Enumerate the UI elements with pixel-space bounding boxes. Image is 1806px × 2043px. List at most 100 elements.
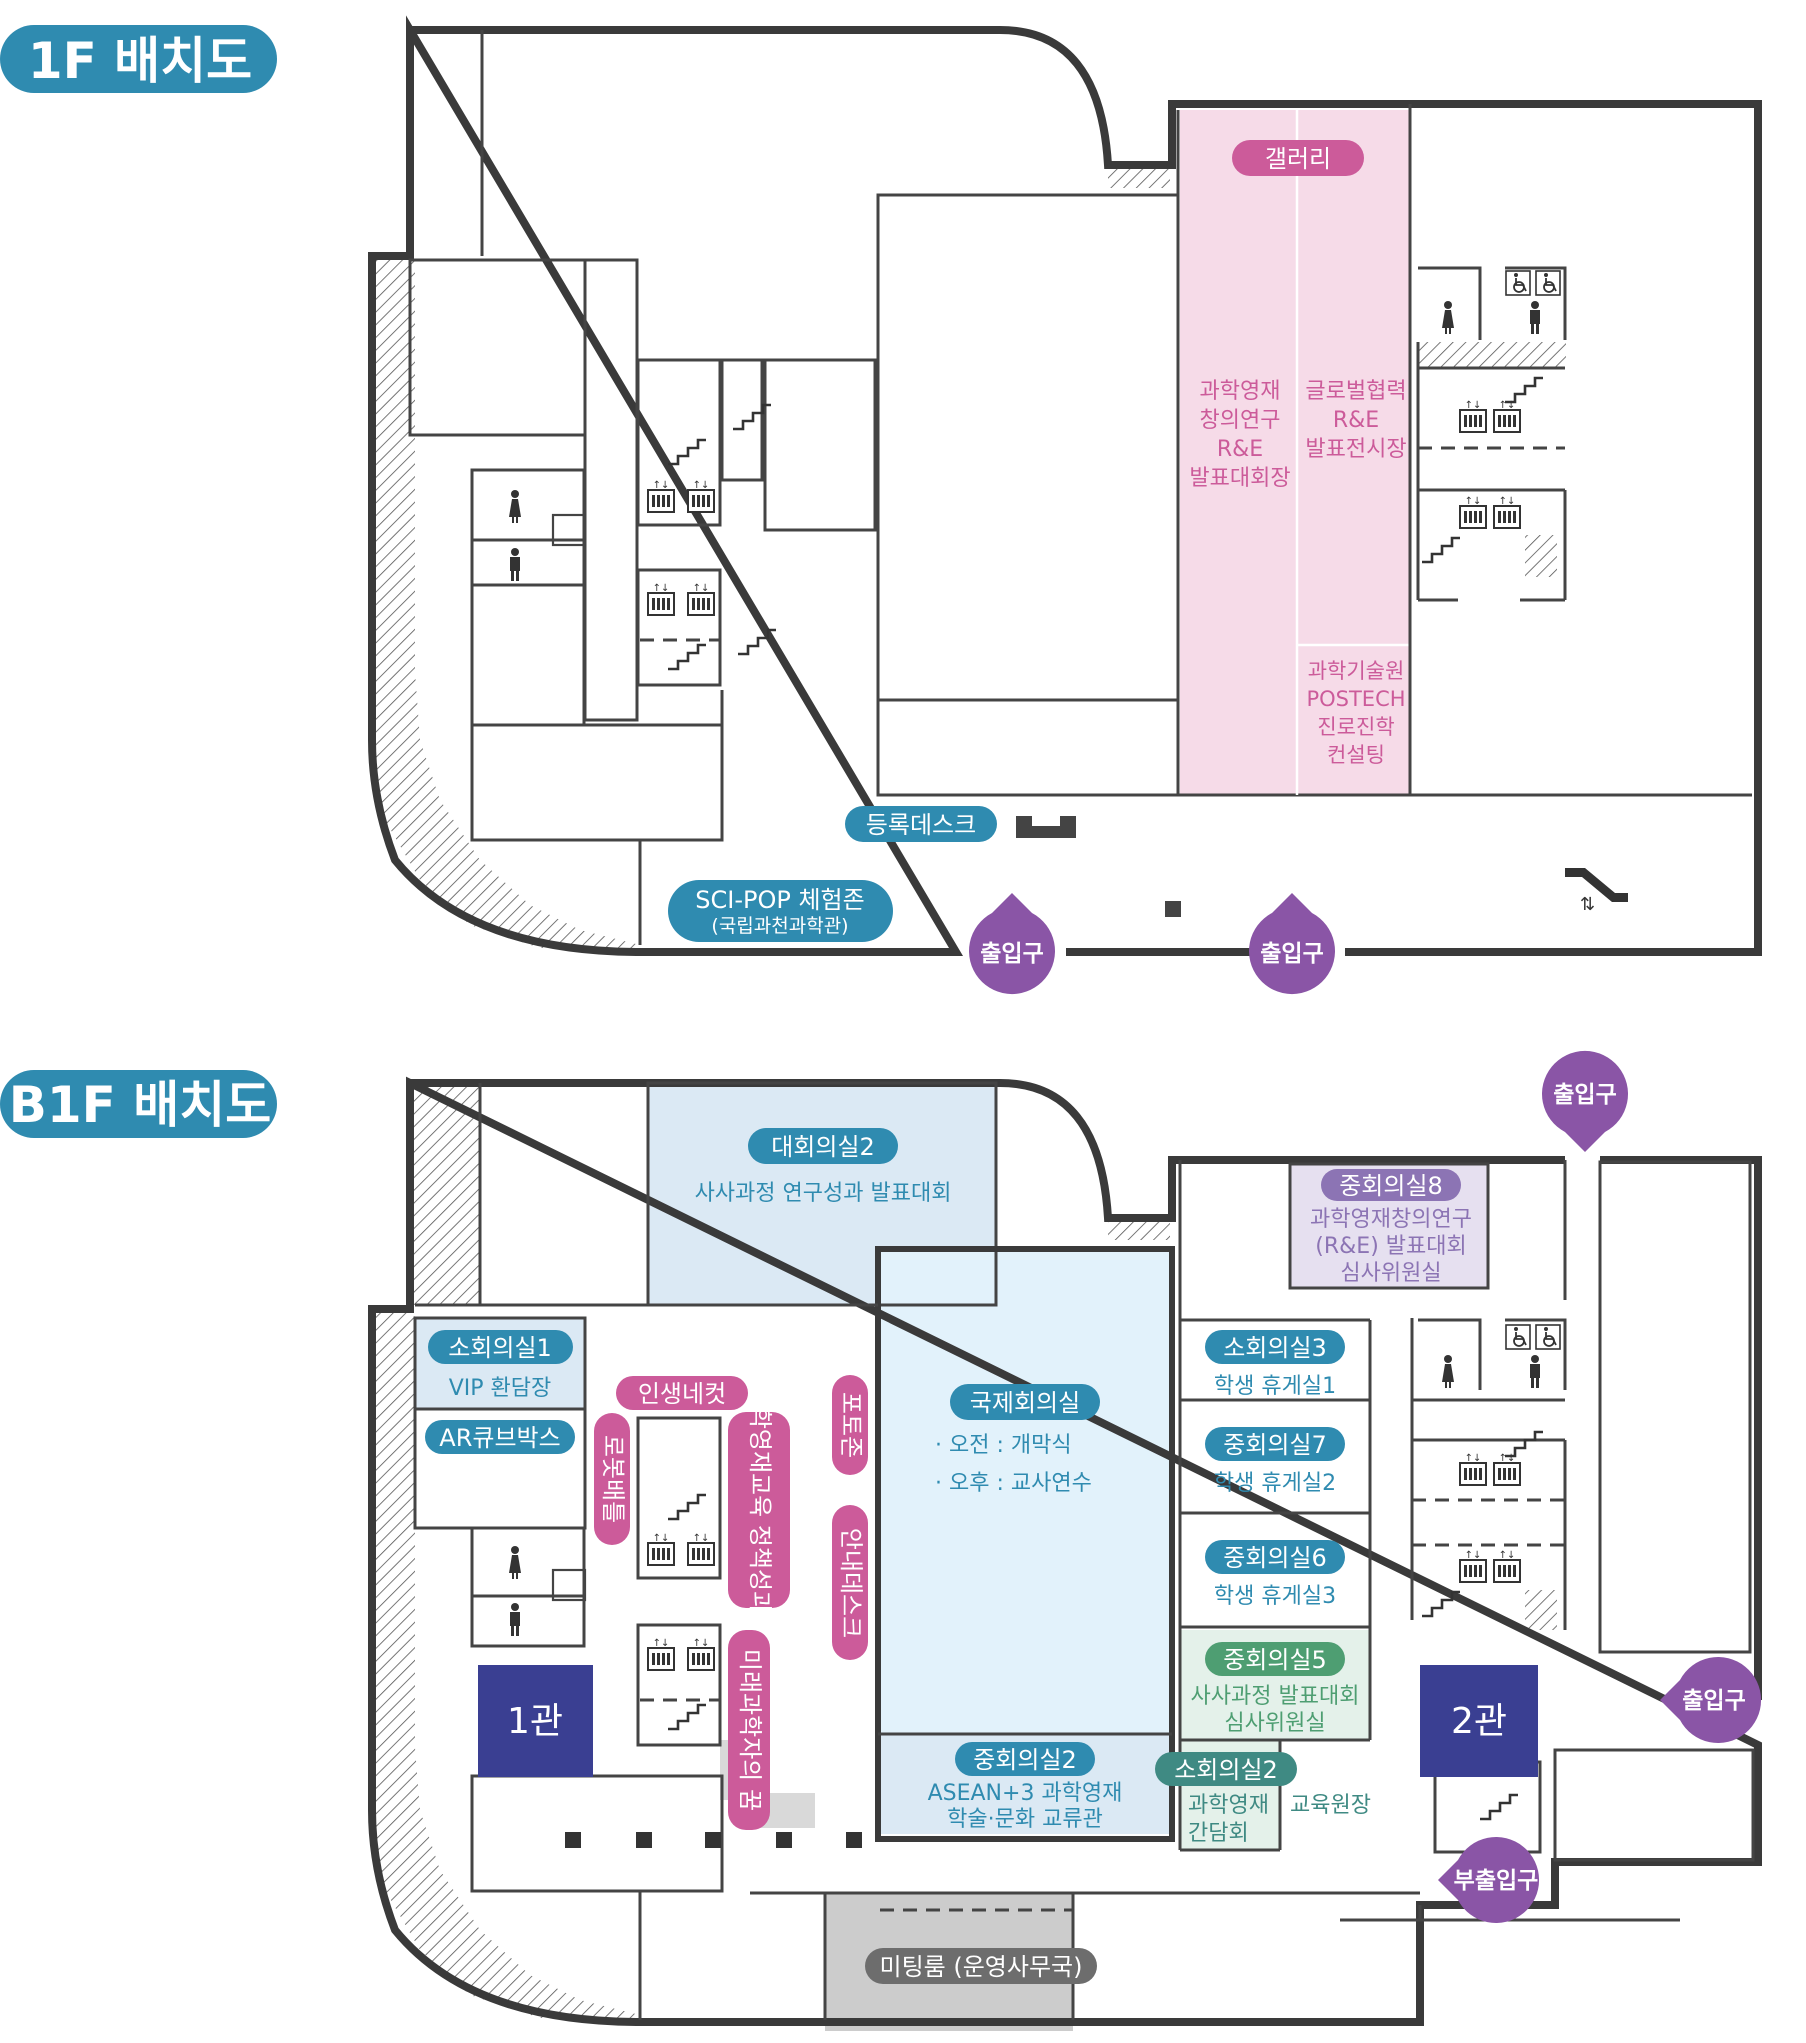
- room-title: 중회의실5: [1223, 1646, 1327, 1674]
- hall-block: [876, 193, 1180, 797]
- text-line: 진로진학: [1317, 715, 1394, 739]
- medium-room-6-label: 중회의실6 학생 휴게실3: [1205, 1540, 1345, 1609]
- room-title: 중회의실2: [973, 1746, 1077, 1774]
- room: [583, 258, 639, 722]
- room: [720, 358, 764, 482]
- room: [636, 358, 722, 527]
- international-hall-label: 국제회의실 · 오전 : 개막식 · 오후 : 교사연수: [935, 1384, 1100, 1496]
- small-room-2-label: 소회의실2 과학영재 간담회 교육원장: [1155, 1752, 1371, 1846]
- svg-text:⇅: ⇅: [1580, 894, 1595, 915]
- small-room-3-label: 소회의실3 학생 휴게실1: [1205, 1330, 1345, 1399]
- entrance-pin[interactable]: 출입구: [1660, 1657, 1762, 1743]
- room-description: 사사과정 발표대회: [1191, 1684, 1360, 1709]
- room: [470, 538, 586, 587]
- room-description: 학생 휴게실3: [1214, 1584, 1336, 1609]
- text-line: 과학기술원: [1308, 659, 1405, 683]
- floor-1-title: 1F 배치도: [28, 32, 252, 90]
- room-description: 교육원장: [1290, 1793, 1371, 1818]
- floor-b1-plan: [368, 1076, 1762, 2031]
- entrance-label: 출입구: [980, 941, 1043, 967]
- floor-1-plan: ⇅: [368, 15, 1762, 956]
- room-description: 학술·문화 교류관: [947, 1807, 1103, 1832]
- text-line: 글로벌협력: [1305, 379, 1406, 404]
- side-entrance-pin[interactable]: 부출입구: [1438, 1837, 1540, 1924]
- room-description: VIP 환담장: [449, 1376, 552, 1401]
- room: [470, 723, 724, 842]
- entrance-label: 출입구: [1260, 941, 1323, 967]
- floor-b1-title-badge: B1F 배치도: [0, 1070, 277, 1138]
- room-title: 대회의실2: [771, 1133, 875, 1161]
- room-description: 사사과정 연구성과 발표대회: [695, 1181, 952, 1206]
- entrance-pin[interactable]: 출입구: [968, 893, 1055, 995]
- gallery-bottom-text: 과학기술원 POSTECH 진로진학 컨설팅: [1306, 659, 1405, 767]
- outer-wall: [368, 15, 1762, 956]
- scipop-badge: SCI-POP 체험존 (국립과천과학관): [668, 880, 893, 942]
- text-line: 과학영재: [1200, 379, 1281, 404]
- future-scientist-label: 미래과학자의 꿈: [736, 1649, 764, 1811]
- life-four-cut-label: 인생네컷: [638, 1380, 726, 1408]
- info-desk-badge: 안내데스크: [832, 1505, 868, 1660]
- photo-zone-badge: 포토존: [832, 1375, 868, 1475]
- room: [763, 358, 877, 532]
- policy-hall-badge: 과학영재교육 정책성과관: [728, 1385, 790, 1635]
- ar-cube-box-badge: AR큐브박스: [425, 1420, 575, 1454]
- building-2-label: 2관: [1451, 1701, 1507, 1742]
- hatched-wall: [1418, 342, 1566, 368]
- room-description: 간담회: [1188, 1821, 1249, 1846]
- text-line: 창의연구: [1200, 408, 1281, 433]
- gallery-right-text: 글로벌협력 R&E 발표전시장: [1305, 379, 1406, 462]
- room-description: 과학영재창의연구: [1310, 1207, 1472, 1232]
- meeting-room-badge: 미팅룸 (운영사무국): [865, 1948, 1097, 1984]
- scipop-subtitle: (국립과천과학관): [711, 915, 848, 937]
- text-line: 발표대회장: [1189, 466, 1290, 491]
- robot-battle-label: 로봇배틀: [599, 1435, 627, 1523]
- hatched-wall: [370, 256, 640, 948]
- life-four-cut-badge: 인생네컷: [616, 1376, 748, 1410]
- text-line: 발표전시장: [1305, 437, 1406, 462]
- text-line: R&E: [1217, 437, 1263, 462]
- text-line: 컨설팅: [1327, 743, 1385, 767]
- building-1-marker: 1관: [478, 1665, 593, 1777]
- small-room-1-label: 소회의실1 VIP 환담장: [428, 1330, 573, 1401]
- room-title: 국제회의실: [970, 1389, 1080, 1417]
- entrance-label: 출입구: [1682, 1688, 1745, 1714]
- room-title: 소회의실1: [448, 1334, 552, 1362]
- room: [470, 583, 586, 727]
- room: [636, 568, 722, 687]
- room-description: 심사위원실: [1224, 1711, 1325, 1736]
- gallery-badge: 갤러리: [1232, 140, 1364, 176]
- gallery-area: [1180, 110, 1410, 795]
- room-description: 학생 휴게실1: [1214, 1374, 1336, 1399]
- conference-room-2-label: 대회의실2 사사과정 연구성과 발표대회: [695, 1128, 952, 1206]
- room-title: 중회의실8: [1339, 1172, 1443, 1200]
- medium-room-5-label: 중회의실5 사사과정 발표대회 심사위원실: [1191, 1642, 1360, 1736]
- gallery-left-text: 과학영재 창의연구 R&E 발표대회장: [1189, 379, 1290, 491]
- gallery-label: 갤러리: [1265, 145, 1331, 173]
- medium-room-2-label: 중회의실2 ASEAN+3 과학영재 학술·문화 교류관: [928, 1742, 1123, 1832]
- building-1-label: 1관: [507, 1701, 563, 1742]
- room-title: 소회의실2: [1174, 1756, 1278, 1784]
- meeting-room-label: 미팅룸 (운영사무국): [880, 1953, 1083, 1981]
- room-title: 중회의실6: [1223, 1544, 1327, 1572]
- schedule-morning: · 오전 : 개막식: [935, 1433, 1072, 1458]
- side-entrance-label: 부출입구: [1454, 1868, 1539, 1894]
- room-description: 과학영재: [1188, 1793, 1269, 1818]
- building-2-marker: 2관: [1420, 1665, 1538, 1777]
- entrance-pin[interactable]: 출입구: [1249, 893, 1335, 995]
- robot-battle-badge: 로봇배틀: [594, 1413, 630, 1545]
- ar-cube-label: AR큐브박스: [439, 1424, 560, 1452]
- room-description: ASEAN+3 과학영재: [928, 1781, 1123, 1806]
- medium-room-7-label: 중회의실7 학생 휴게실2: [1205, 1427, 1345, 1496]
- registration-desk-badge: 등록데스크: [845, 806, 997, 842]
- entrance-label: 출입구: [1553, 1082, 1616, 1108]
- room-title: 소회의실3: [1223, 1334, 1327, 1362]
- room-description: (R&E) 발표대회: [1315, 1234, 1466, 1259]
- info-desk-label: 안내데스크: [837, 1528, 865, 1638]
- text-line: POSTECH: [1306, 687, 1405, 711]
- escalator-icon: ⇅: [1565, 868, 1628, 915]
- floor-b1-title: B1F 배치도: [9, 1076, 271, 1134]
- floor-1-title-badge: 1F 배치도: [0, 25, 277, 93]
- entrance-pin[interactable]: 출입구: [1542, 1050, 1628, 1152]
- text-line: R&E: [1333, 408, 1379, 433]
- scipop-title: SCI-POP 체험존: [695, 886, 864, 914]
